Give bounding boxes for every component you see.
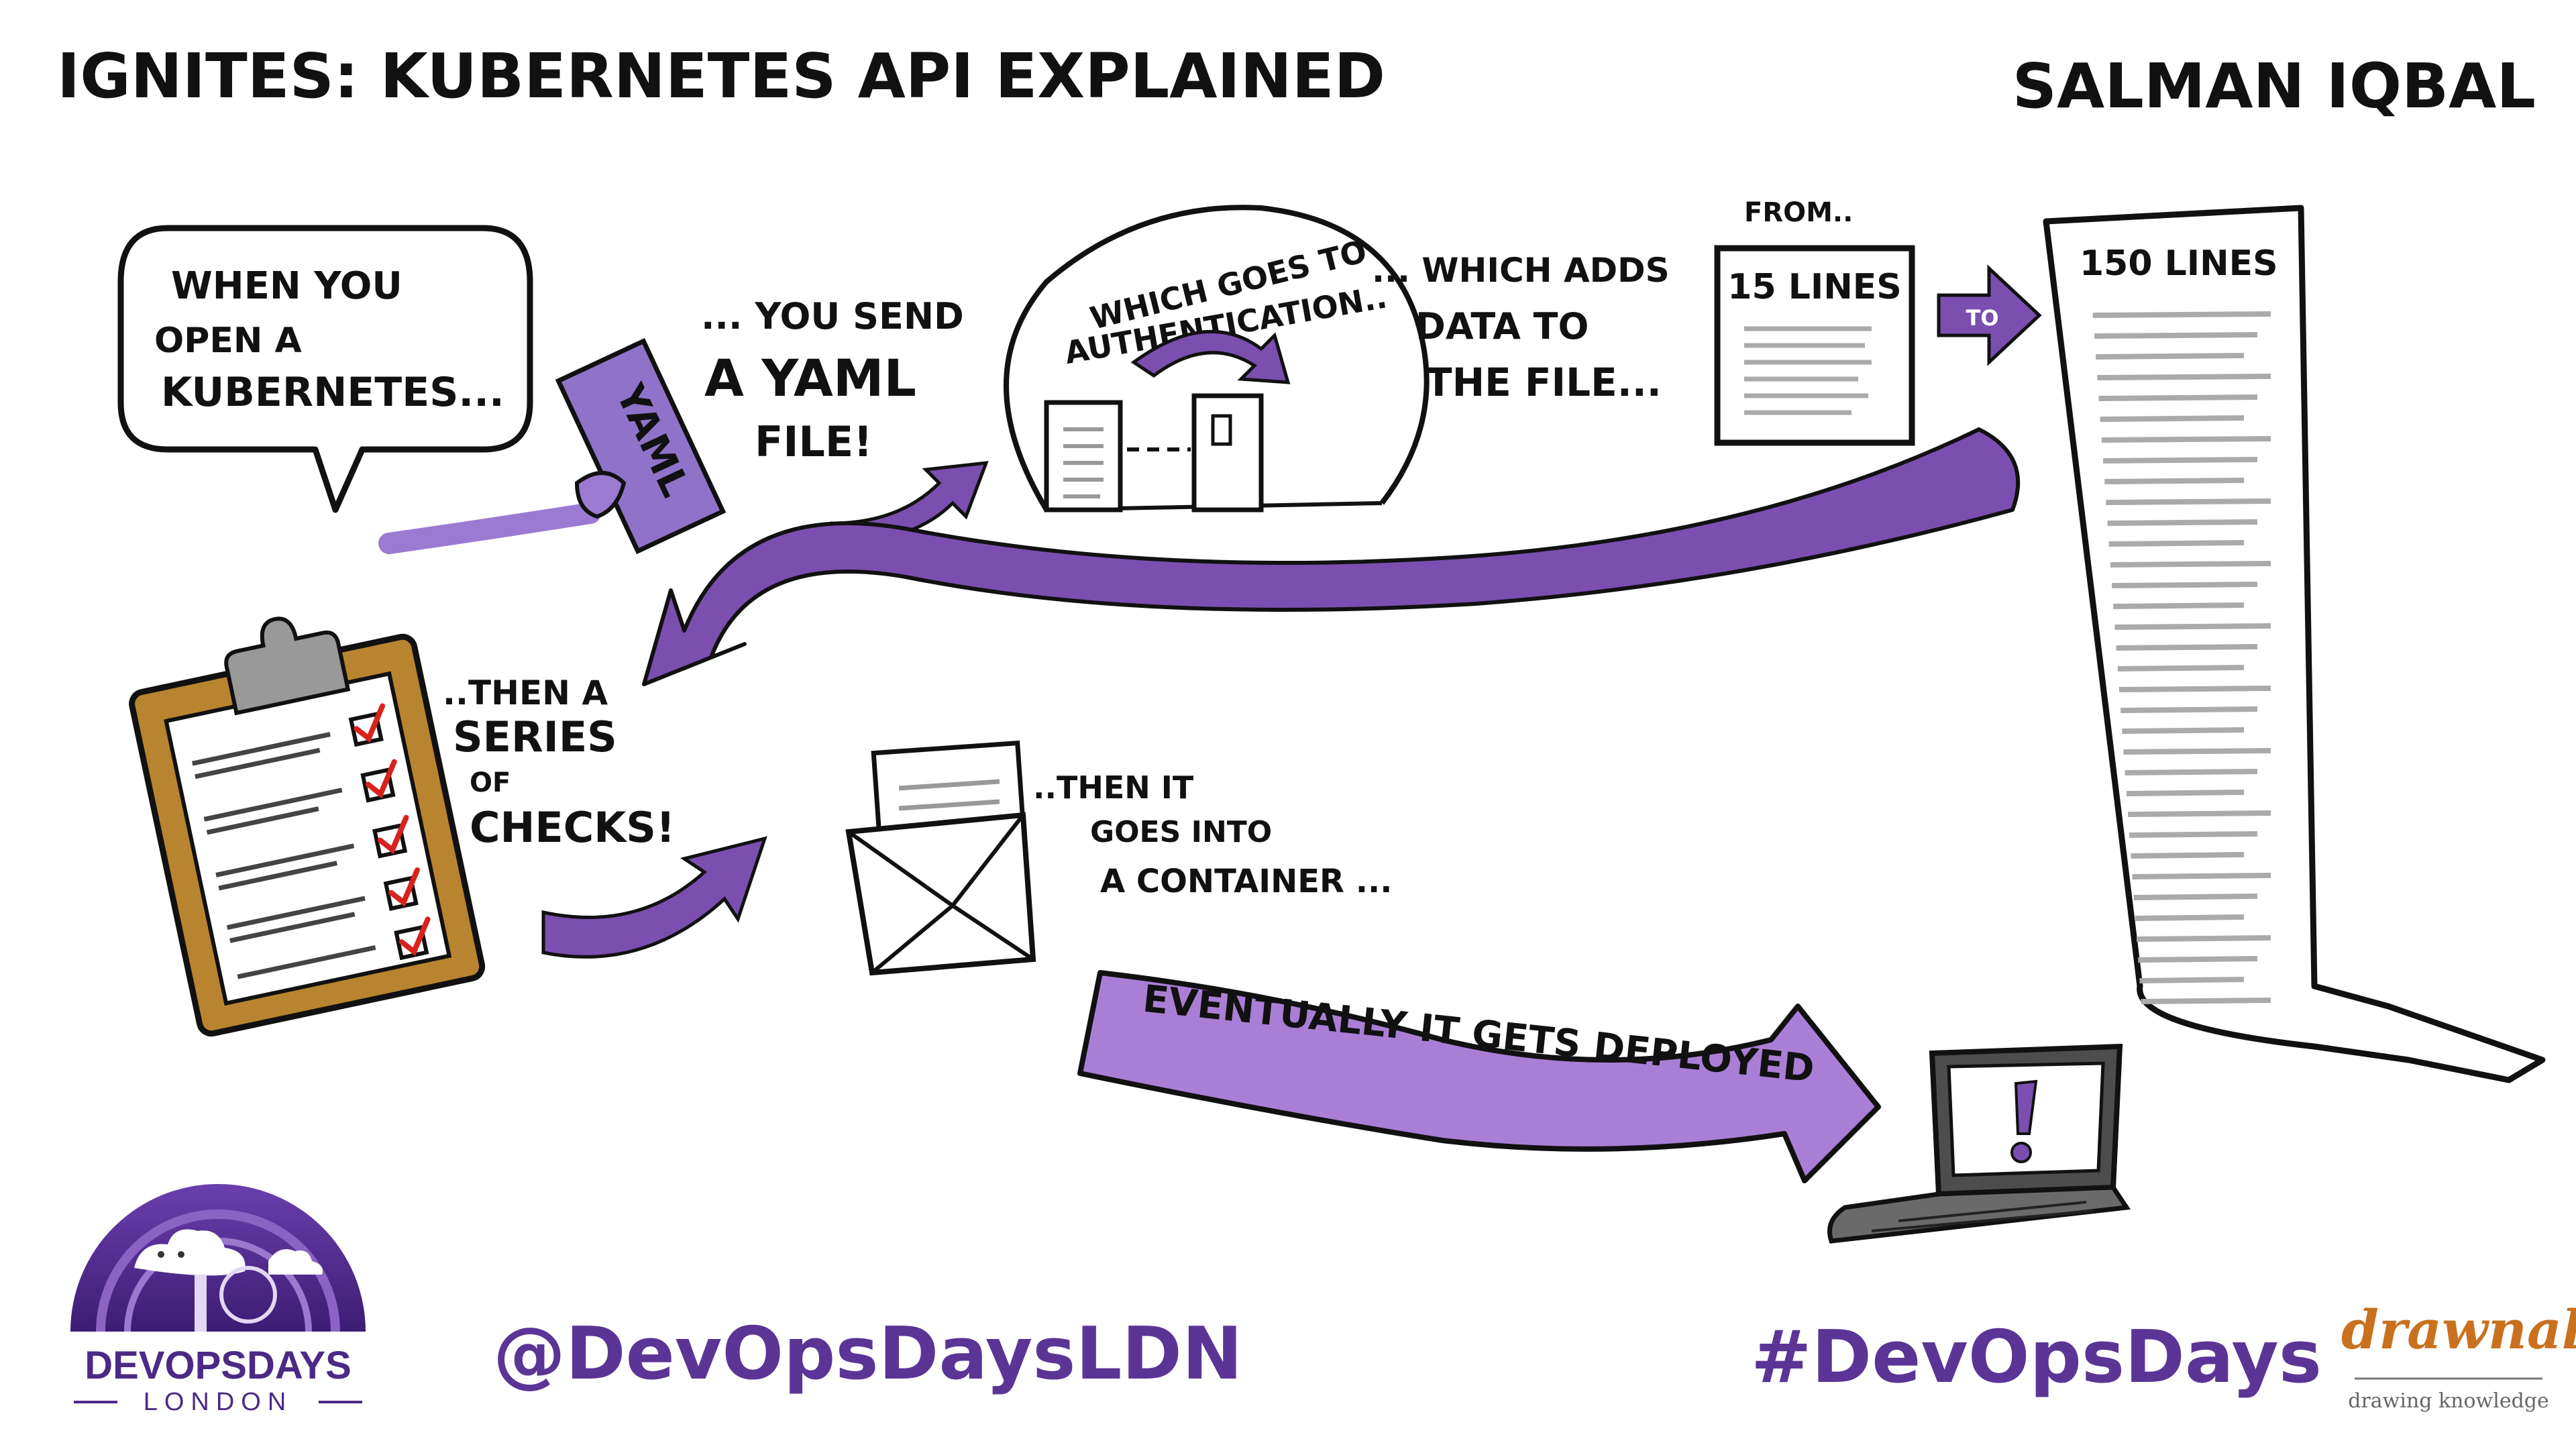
document-line (2139, 977, 2245, 983)
document-line (2103, 457, 2258, 464)
document-line (2117, 665, 2245, 672)
document-line (2121, 706, 2258, 713)
return-arrow (642, 427, 2021, 686)
document-line (2107, 519, 2258, 526)
checks-line-4: CHECKS! (470, 803, 675, 852)
container-line-1: ..THEN IT (1033, 769, 1194, 806)
send-line-3: FILE! (755, 417, 873, 466)
document-line (2098, 394, 2258, 401)
checklist-clipboard (129, 616, 486, 1037)
door-window-icon (1211, 414, 1232, 446)
document-line (2097, 374, 2271, 380)
document-line (2132, 873, 2271, 879)
speech-line-2: OPEN A (154, 321, 302, 361)
document-line (2122, 727, 2245, 734)
logo-name: DEVOPSDAYS (85, 1344, 352, 1387)
document-line (2101, 436, 2271, 443)
hashtag: #DevOpsDays (1751, 1316, 2322, 1399)
adds-line-1: ... WHICH ADDS (1372, 251, 1670, 290)
auth-door-left (1044, 400, 1123, 513)
document-line (2125, 769, 2258, 775)
ferris-wheel-icon (219, 1266, 277, 1324)
speech-line-3: KUBERNETES... (161, 369, 504, 416)
page-title: IGNITES: KUBERNETES API EXPLAINED (57, 40, 1385, 112)
fist-icon (574, 471, 627, 519)
document-line (2110, 561, 2271, 568)
small-document: 15 LINES (1714, 245, 1915, 446)
auth-circle (1004, 205, 1430, 512)
document-line (2114, 623, 2271, 630)
drawnalism-logo: drawnalism drawing knowledge (2341, 1298, 2576, 1413)
document-line (2137, 935, 2271, 942)
document-line (2104, 478, 2245, 484)
check-marks-icon (354, 703, 431, 956)
document-line (2116, 644, 2258, 651)
send-line-1: ... YOU SEND (701, 295, 964, 337)
document-line (2129, 831, 2258, 838)
document-line (2100, 415, 2245, 422)
arrow-to-container (541, 836, 767, 959)
speech-line-1: WHEN YOU (171, 264, 402, 308)
logo-cloud-icon (134, 1229, 246, 1276)
adds-line-2: DATA TO (1415, 305, 1589, 347)
alert-exclamation-icon (2014, 1079, 2038, 1135)
speaker-name: SALMAN IQBAL (2012, 50, 2536, 122)
document-line (2094, 332, 2258, 339)
document-line (2123, 748, 2271, 755)
auth-curve-arrow (1130, 329, 1291, 384)
checks-line-3: OF (470, 767, 511, 798)
brand-tagline: drawing knowledge (2348, 1389, 2549, 1413)
from-label: FROM.. (1744, 197, 1853, 228)
document-line (2126, 790, 2245, 796)
logo-city: LONDON (144, 1388, 293, 1416)
document-line (2113, 602, 2245, 609)
brand-name: drawnalism (2341, 1298, 2576, 1361)
devopsdays-london-logo: DEVOPSDAYS LONDON (70, 1184, 366, 1416)
document-line (2108, 540, 2245, 547)
document-line (2096, 353, 2245, 360)
auth-door-right (1191, 393, 1264, 513)
adds-line-3: THE FILE... (1426, 360, 1662, 405)
document-line (2141, 998, 2271, 1004)
container-envelope (845, 740, 1036, 976)
document-line (2118, 686, 2271, 692)
send-line-2: A YAML (704, 348, 916, 408)
deploy-banner: EVENTUALLY IT GETS DEPLOYED (1077, 970, 1881, 1183)
clip-icon (224, 616, 351, 716)
document-line (2135, 914, 2245, 921)
authentication-scene: WHICH GOES TO AUTHENTICATION.. (1004, 205, 1430, 513)
long-document-label: 150 LINES (2080, 244, 2278, 284)
to-arrow: TO (1937, 264, 2042, 366)
laptop-icon (1827, 1043, 2131, 1244)
checks-line-2: SERIES (453, 712, 617, 761)
arm-icon (378, 502, 601, 554)
small-document-label: 15 LINES (1727, 267, 1901, 307)
document-line (2112, 582, 2258, 588)
to-label: TO (1966, 305, 1998, 331)
document-line (2133, 894, 2258, 900)
container-line-3: A CONTAINER ... (1100, 863, 1392, 900)
speech-bubble: WHEN YOU OPEN A KUBERNETES... (117, 225, 533, 513)
twitter-handle: @DevOpsDaysLDN (493, 1312, 1242, 1396)
document-line (2092, 311, 2271, 318)
container-line-2: GOES INTO (1090, 815, 1272, 849)
document-line (2131, 852, 2245, 859)
checks-line-1: ..THEN A (443, 674, 608, 712)
document-line (2127, 810, 2271, 817)
document-line (2106, 498, 2271, 505)
document-line (2138, 956, 2258, 963)
long-document: 150 LINES (2043, 205, 2546, 1083)
